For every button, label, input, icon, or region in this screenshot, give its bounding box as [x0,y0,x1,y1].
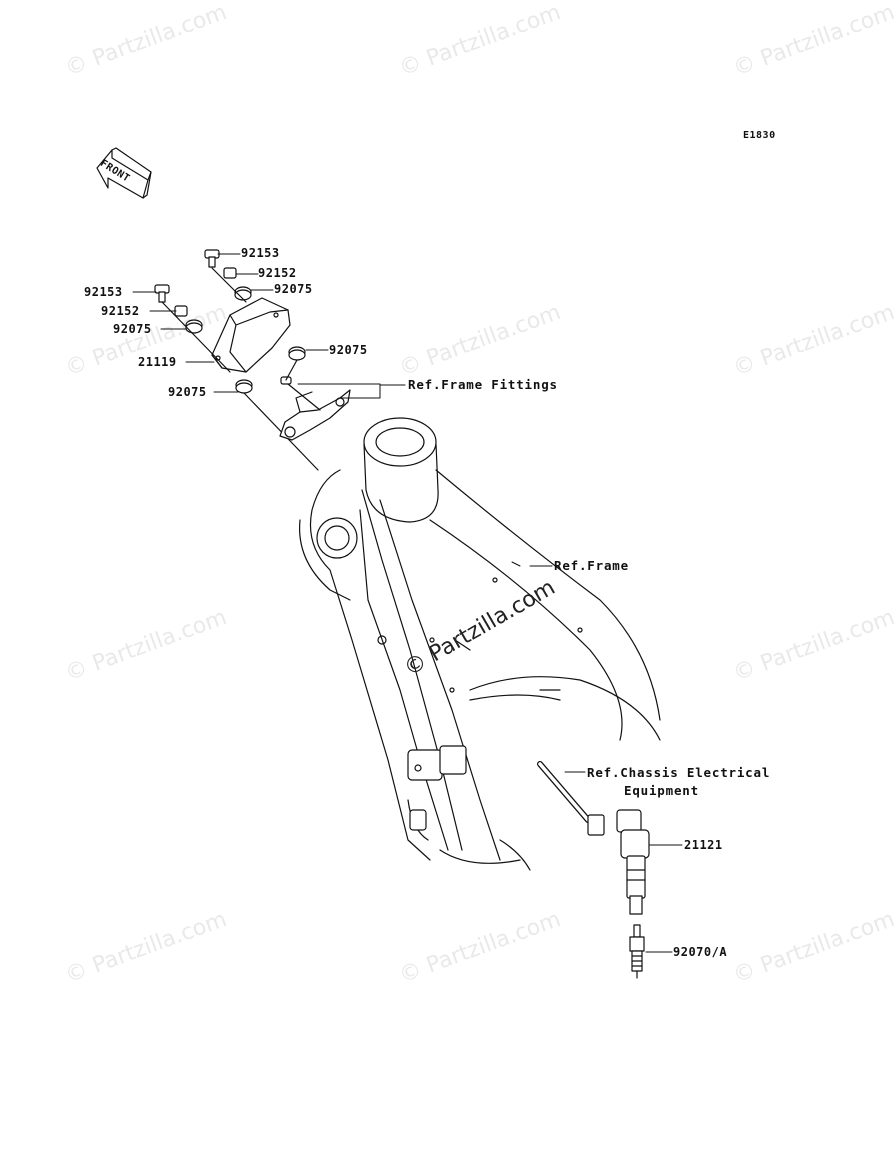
front-arrow-icon [96,147,152,199]
ref-frame-fittings-label[interactable]: Ref.Frame Fittings [408,377,558,392]
ref-chassis-electrical-label-line2[interactable]: Equipment [624,783,699,798]
frame-fitting-bracket [279,383,351,441]
motorcycle-frame [298,417,661,871]
ignitor-assembly [154,249,319,471]
part-number-21121[interactable]: 21121 [684,838,723,852]
part-number-92075-bottom[interactable]: 92075 [168,385,207,399]
ref-frame-label[interactable]: Ref.Frame [554,558,629,573]
part-number-92075-left[interactable]: 92075 [113,322,152,336]
part-number-92152-top[interactable]: 92152 [258,266,297,280]
part-number-92070-a[interactable]: 92070/A [673,945,728,959]
part-number-92075-top[interactable]: 92075 [274,282,313,296]
spark-plug-assembly [629,924,645,979]
leader-lines [132,253,683,953]
ignition-coil-assembly [537,761,650,915]
ref-chassis-electrical-label[interactable]: Ref.Chassis Electrical [587,765,771,780]
part-number-92152-left[interactable]: 92152 [101,304,140,318]
diagram-code: E1830 [743,130,776,141]
part-number-92153-left[interactable]: 92153 [84,285,123,299]
part-number-21119[interactable]: 21119 [138,355,177,369]
part-number-92153-top[interactable]: 92153 [241,246,280,260]
part-number-92075-right[interactable]: 92075 [329,343,368,357]
